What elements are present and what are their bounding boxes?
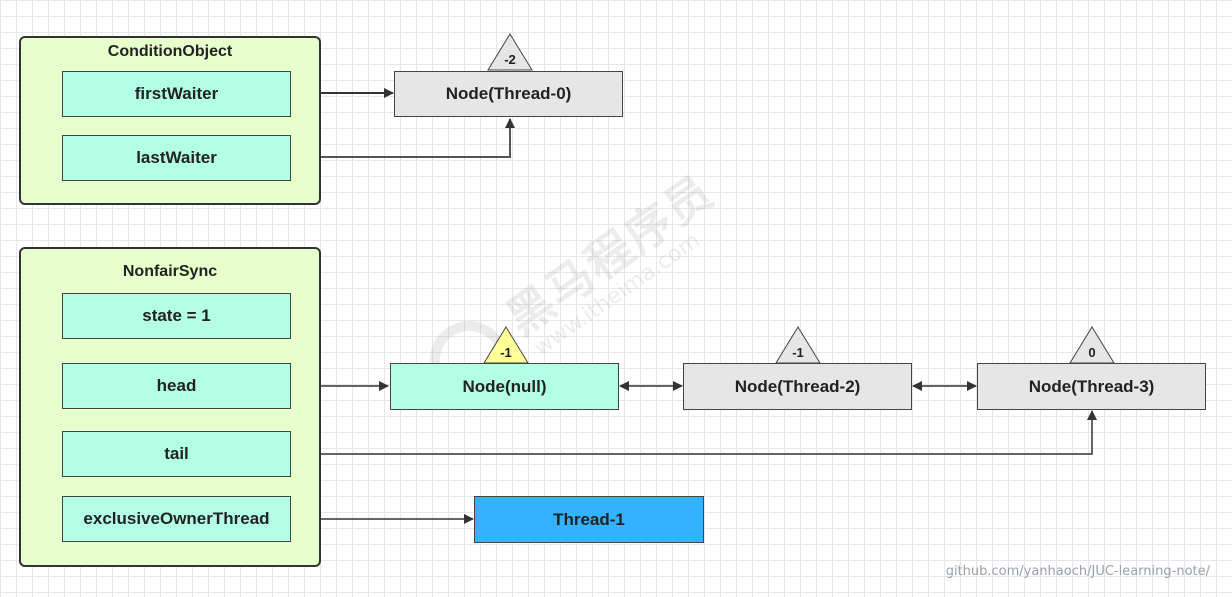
arrow-lastwaiter-to-thread0 <box>291 118 515 158</box>
owner-thread-1: Thread-1 <box>474 496 704 543</box>
first-waiter-field: firstWaiter <box>62 71 291 117</box>
exclusive-owner-thread-field: exclusiveOwnerThread <box>62 496 291 542</box>
head-field: head <box>62 363 291 409</box>
node-thread-2: Node(Thread-2) <box>683 363 912 410</box>
source-footer: github.com/yanhaoch/JUC-learning-note/ <box>945 564 1210 579</box>
state-field: state = 1 <box>62 293 291 339</box>
status-value-null: -1 <box>500 345 512 360</box>
tail-field: tail <box>62 431 291 477</box>
condition-object-title: ConditionObject <box>107 43 233 60</box>
arrow-tail-to-thread3 <box>292 410 1097 459</box>
status-value-thread-0: -2 <box>504 52 516 67</box>
node-null: Node(null) <box>390 363 619 410</box>
status-triangle-thread-2: -1 <box>774 326 822 364</box>
status-triangle-null: -1 <box>482 326 530 364</box>
node-thread-3: Node(Thread-3) <box>977 363 1206 410</box>
node-thread-0: Node(Thread-0) <box>394 71 623 117</box>
last-waiter-field: lastWaiter <box>62 135 291 181</box>
status-triangle-thread-3: 0 <box>1068 326 1116 364</box>
nonfair-sync-title: NonfairSync <box>122 263 218 280</box>
status-triangle-thread-0: -2 <box>486 33 534 71</box>
status-value-thread-2: -1 <box>792 345 804 360</box>
status-value-thread-3: 0 <box>1088 345 1096 360</box>
